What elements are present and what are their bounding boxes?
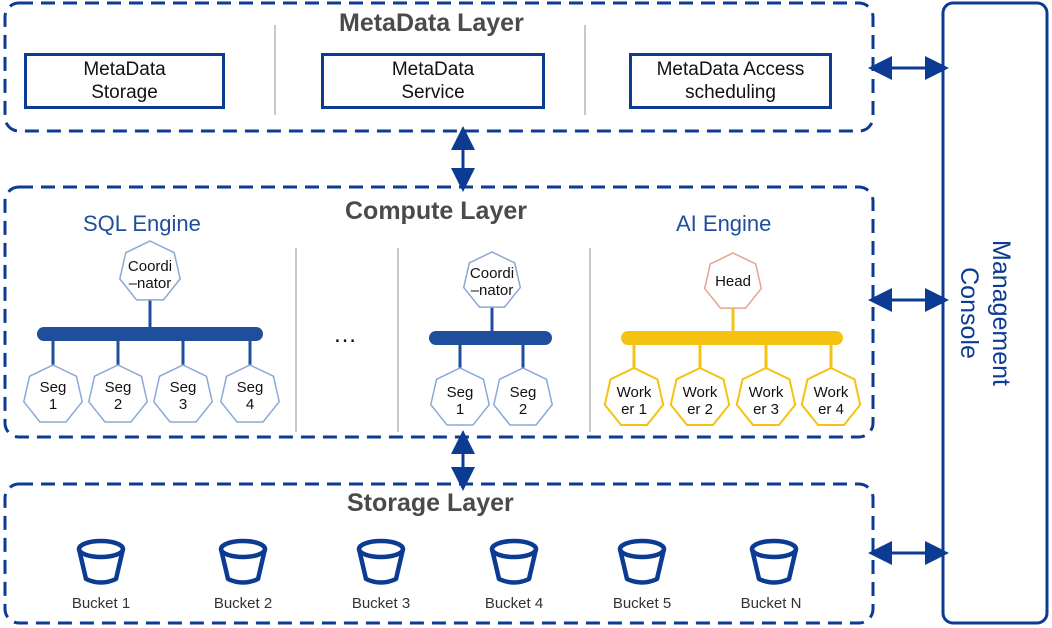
- bucket-icon: [218, 538, 268, 585]
- metadata-service-box: MetaData Service: [321, 53, 545, 109]
- engine2-coordinator-node: [462, 251, 522, 308]
- bucket-icon: [76, 538, 126, 585]
- engine2-seg-label: Seg 2: [509, 384, 537, 418]
- storage-layer-frame: [3, 482, 875, 625]
- metadata-access-scheduling-box: MetaData Access scheduling: [629, 53, 832, 109]
- engine2-seg-label: Seg 1: [446, 384, 474, 418]
- bucket-label: Bucket 3: [351, 595, 411, 612]
- ai-worker-label: Work er 2: [682, 384, 718, 418]
- bucket-icon: [617, 538, 667, 585]
- ai-worker-node: [603, 366, 665, 426]
- bucket-label: Bucket 1: [71, 595, 131, 612]
- sql-seg-node: [219, 364, 281, 423]
- ai-worker-label: Work er 3: [748, 384, 784, 418]
- bucket-label: Bucket 4: [484, 595, 544, 612]
- bucket-label: Bucket N: [740, 595, 802, 612]
- sql-seg-label: Seg 4: [236, 379, 264, 413]
- engine2-seg-node: [492, 367, 554, 426]
- bucket-icon: [356, 538, 406, 585]
- sql-seg-label: Seg 3: [169, 379, 197, 413]
- ai-worker-node: [800, 366, 862, 426]
- management-console-label: Management Console: [955, 240, 1015, 386]
- metadata-layer-title: MetaData Layer: [339, 9, 524, 37]
- sql-coordinator-label: Coordi –nator: [127, 258, 173, 292]
- ai-head-node: [703, 252, 763, 309]
- compute-layer-title: Compute Layer: [345, 197, 527, 225]
- sql-seg-label: Seg 1: [39, 379, 67, 413]
- metadata-storage-box: MetaData Storage: [24, 53, 225, 109]
- sql-engine-title: SQL Engine: [83, 211, 201, 236]
- sql-seg-node: [87, 364, 149, 423]
- storage-layer-title: Storage Layer: [347, 489, 514, 517]
- engine2-coordinator-label: Coordi –nator: [469, 265, 515, 299]
- ai-worker-node: [735, 366, 797, 426]
- ai-engine-title: AI Engine: [676, 211, 772, 236]
- bucket-icon: [749, 538, 799, 585]
- bucket-label: Bucket 2: [213, 595, 273, 612]
- engine2-seg-node: [429, 367, 491, 426]
- ai-worker-label: Work er 4: [813, 384, 849, 418]
- more-engines-ellipsis: …: [333, 321, 359, 348]
- sql-coordinator-node: [118, 240, 182, 301]
- management-console-frame: [941, 1, 1049, 625]
- ai-worker-label: Work er 1: [616, 384, 652, 418]
- bucket-label: Bucket 5: [612, 595, 672, 612]
- sql-seg-node: [152, 364, 214, 423]
- sql-seg-label: Seg 2: [104, 379, 132, 413]
- sql-seg-node: [22, 364, 84, 423]
- compute-layer-frame: [3, 185, 875, 439]
- ai-worker-node: [669, 366, 731, 426]
- bucket-icon: [489, 538, 539, 585]
- ai-head-label: Head: [715, 273, 751, 290]
